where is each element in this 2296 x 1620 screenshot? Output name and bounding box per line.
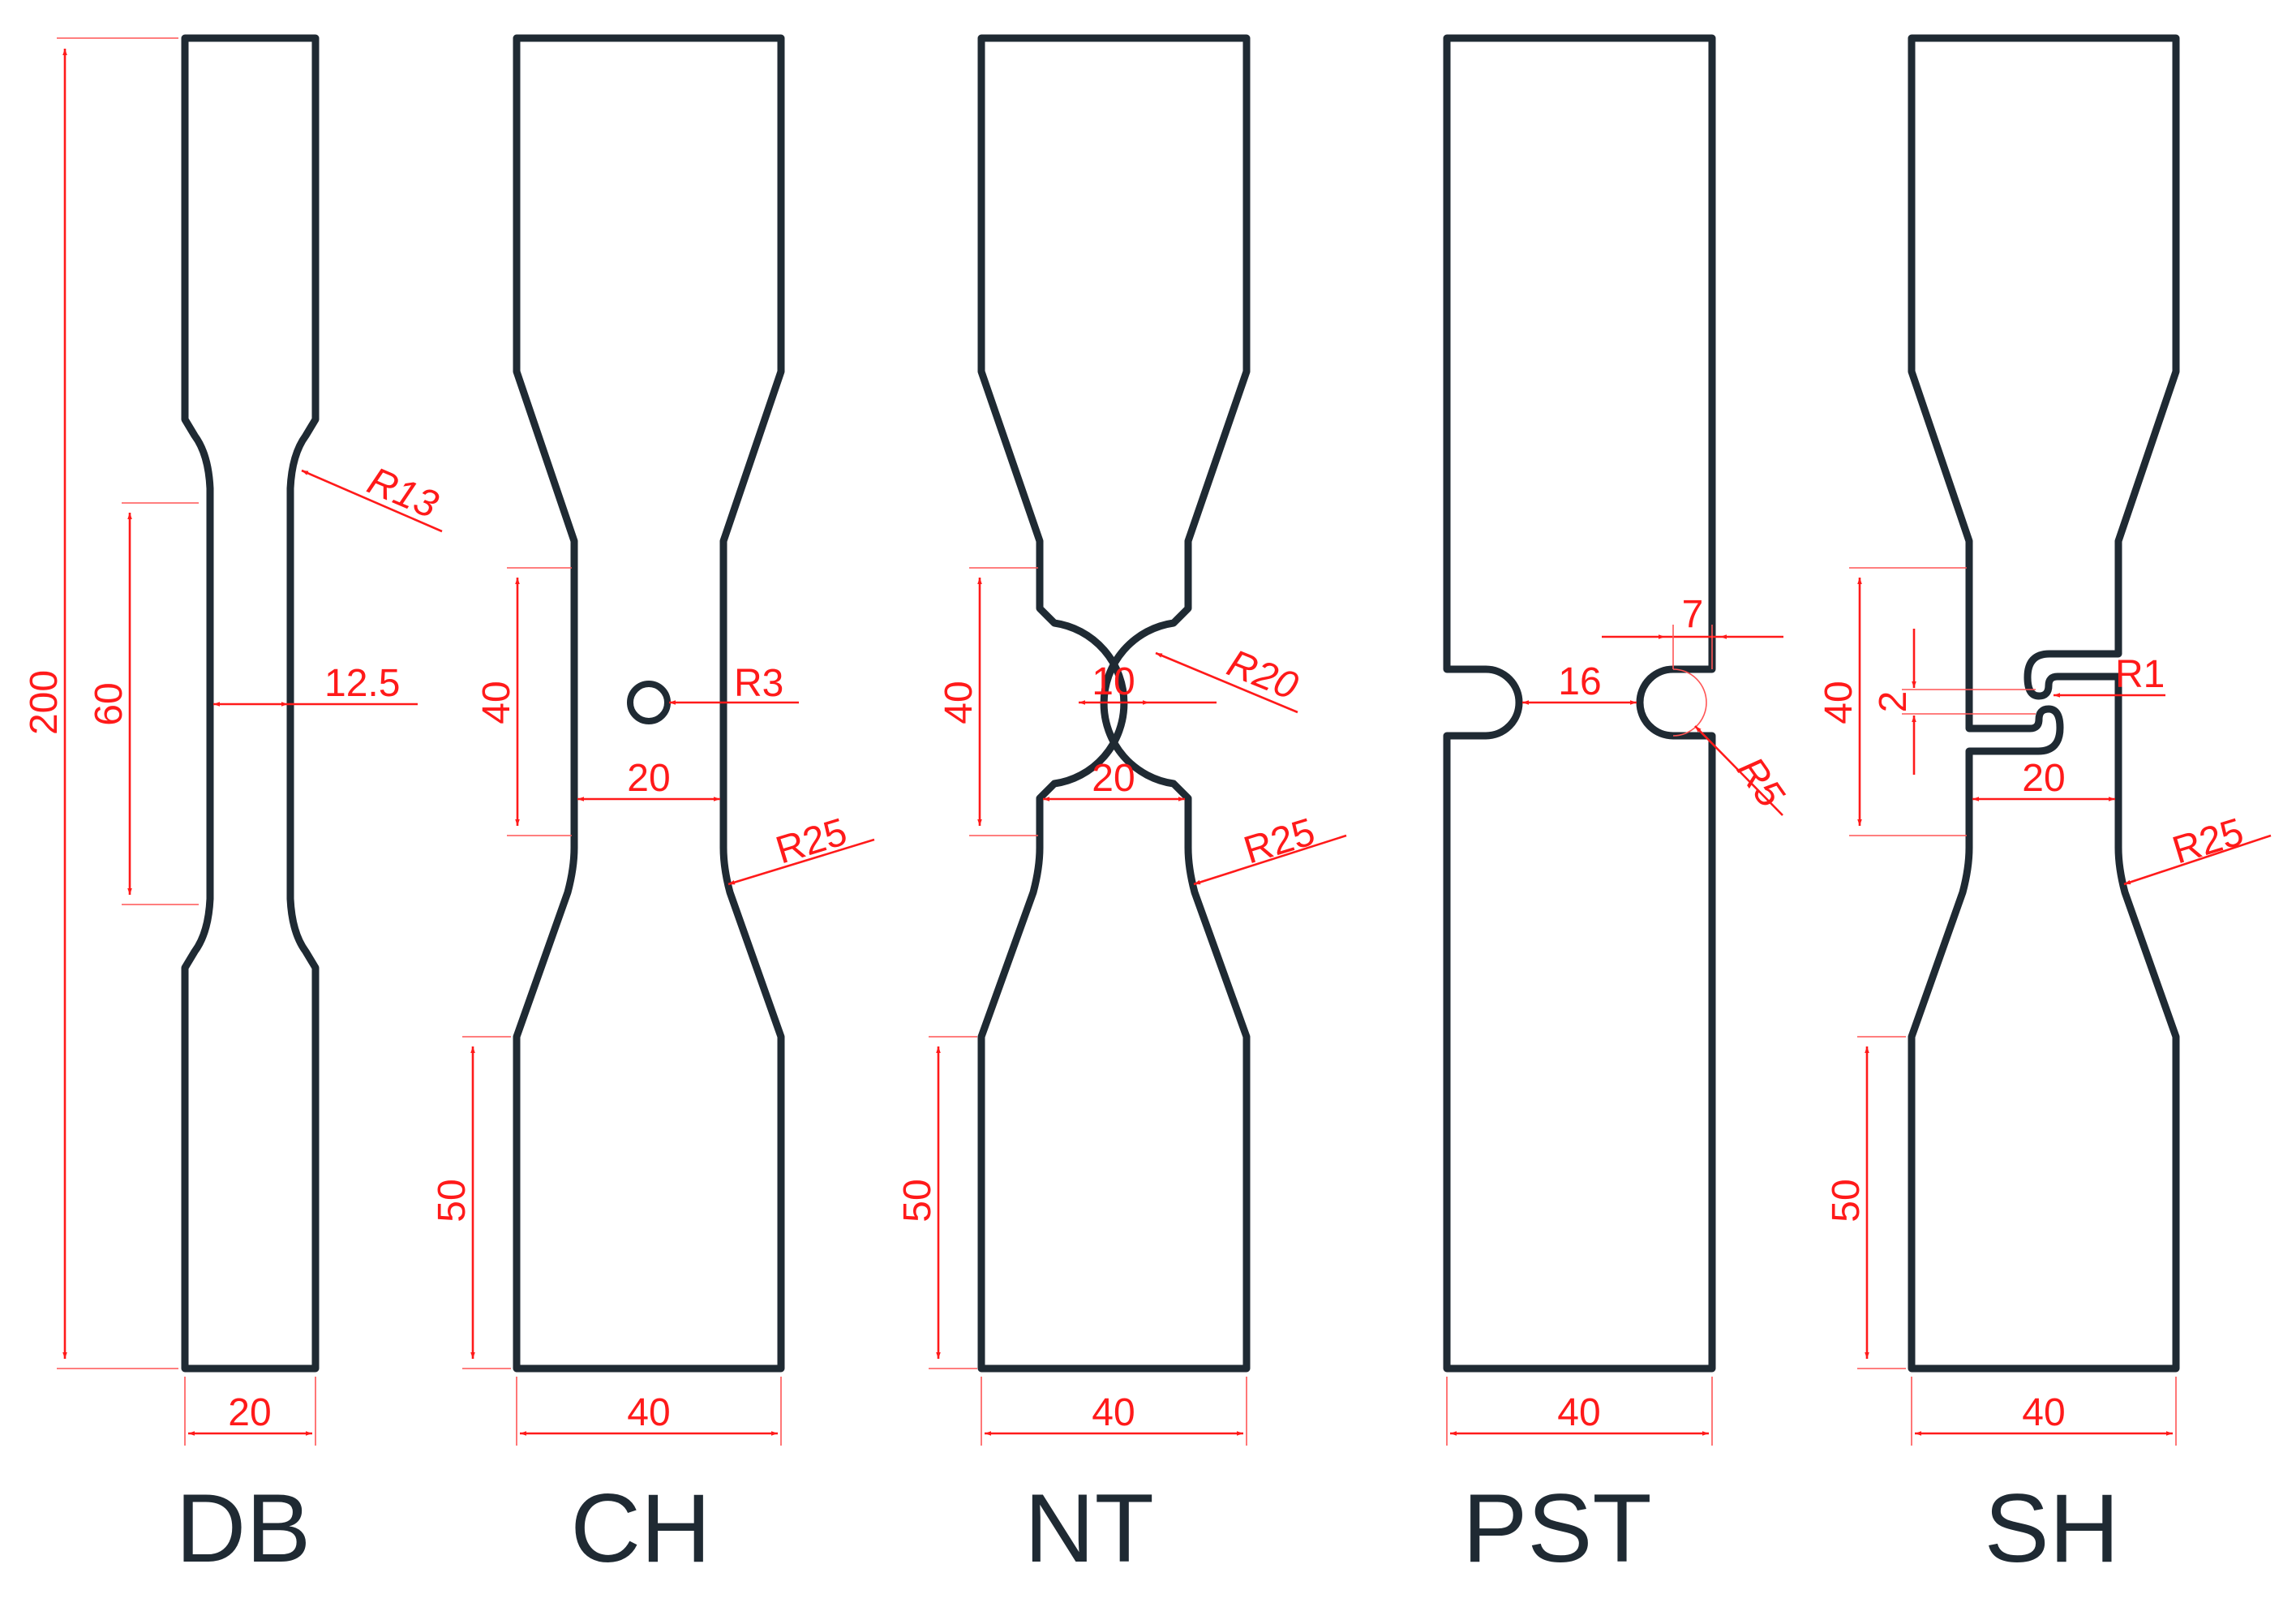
db-gauge-width: 12.5 [324, 662, 400, 705]
label-ch: CH [570, 1474, 710, 1583]
db-outline [181, 34, 320, 1373]
sh-grip-length: 50 [1825, 1179, 1868, 1222]
pst-outline [1443, 34, 1716, 1373]
nt-center-length: 40 [938, 681, 981, 724]
specimen-ch: R3 40 20 R25 50 40 CH [431, 34, 875, 1583]
sh-width: 40 [2022, 1391, 2065, 1434]
nt-outline [977, 34, 1251, 1373]
pst-width: 40 [1557, 1391, 1600, 1434]
specimen-db: 200 60 R13 12.5 20 DB [23, 34, 444, 1583]
label-nt: NT [1024, 1474, 1154, 1583]
ch-min-width: 20 [627, 757, 670, 800]
nt-radius: R25 [1239, 810, 1320, 872]
sh-slot-radius: R1 [2115, 653, 2165, 696]
ch-width: 40 [627, 1391, 670, 1434]
ch-center-hole [627, 681, 671, 724]
label-sh: SH [1985, 1474, 2120, 1583]
sh-radius: R25 [2168, 810, 2249, 872]
ch-grip-length: 50 [431, 1179, 474, 1222]
nt-notch-width: 10 [1092, 660, 1135, 703]
sh-outline [1908, 34, 2180, 1373]
label-pst: PST [1462, 1474, 1651, 1583]
nt-grip-length: 50 [896, 1179, 939, 1222]
sh-center-length: 40 [1817, 681, 1860, 724]
specimen-sh: R1 2 40 20 R25 50 40 SH [1817, 34, 2272, 1583]
ch-hole-radius: R3 [734, 662, 783, 705]
db-overall-length: 200 [23, 670, 66, 735]
label-db: DB [176, 1474, 311, 1583]
sh-offset: 2 [1872, 691, 1915, 713]
ch-radius: R25 [771, 810, 852, 872]
specimen-pst: 7 16 R5 40 PST [1443, 34, 1792, 1583]
db-gauge-length: 60 [88, 682, 131, 725]
pst-ligament: 16 [1558, 660, 1601, 703]
specimen-nt: 10 R20 40 20 R25 50 40 NT [896, 34, 1347, 1583]
nt-min-width: 20 [1092, 757, 1135, 800]
nt-width: 40 [1092, 1391, 1135, 1434]
pst-slot-radius: R5 [1728, 750, 1792, 815]
ch-center-length: 40 [475, 681, 518, 724]
sh-min-width: 20 [2022, 757, 2065, 800]
pst-slot-width: 7 [1682, 593, 1704, 636]
ch-outline [513, 34, 785, 1373]
db-radius: R13 [362, 459, 444, 526]
db-grip-width: 20 [228, 1391, 271, 1434]
